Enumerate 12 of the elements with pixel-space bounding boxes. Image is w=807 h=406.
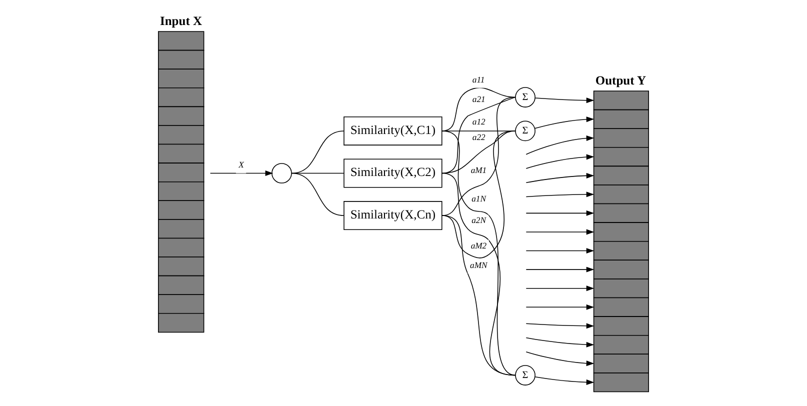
edge-label: a1N (472, 193, 486, 204)
edge-label: aM2 (470, 240, 487, 250)
node-label: Input X (160, 14, 202, 28)
edge-label: aM1 (470, 165, 487, 176)
node-label: Output Y (595, 74, 646, 88)
edge-label: a22 (472, 132, 486, 142)
edge-label: a11 (472, 74, 485, 84)
edge-label: a12 (472, 116, 486, 127)
edge-label: X (238, 160, 244, 170)
edge-label: aMN (470, 260, 488, 270)
edge-label: a21 (472, 94, 486, 104)
edge-label: a2N (472, 215, 486, 226)
